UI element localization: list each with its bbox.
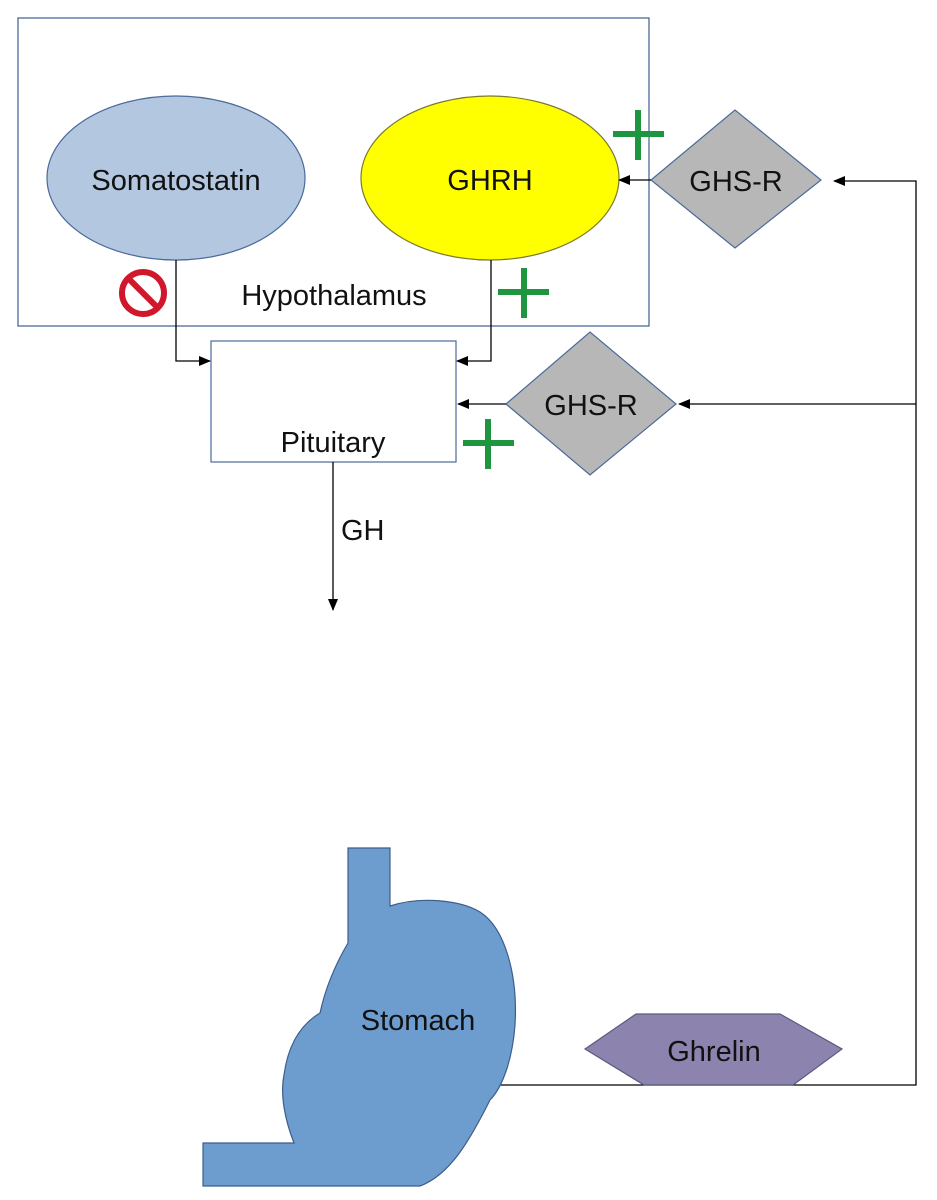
pituitary-label: Pituitary [281,427,386,459]
gh-label: GH [341,515,385,547]
ghrelin-label: Ghrelin [667,1036,761,1068]
somatostatin-to-pituitary-arrow [175,260,211,366]
hypothalamus-box [17,17,650,327]
plus-icon [613,110,664,160]
ghsr-mid-node [505,331,677,476]
plus-icon [463,419,514,469]
stomach-shape [202,847,517,1187]
ghsr-mid-label: GHS-R [544,390,637,422]
hypothalamus-label: Hypothalamus [241,280,426,312]
ghrh-label: GHRH [447,165,532,197]
prohibited-icon [119,269,167,317]
ghrh-to-pituitary-arrow [456,260,492,366]
somatostatin-label: Somatostatin [91,165,260,197]
ghrelin-feedback-line [496,176,917,1086]
stomach-label: Stomach [361,1005,475,1037]
pituitary-box [210,340,457,463]
ghsr-top-label: GHS-R [689,166,782,198]
ghrelin-node [583,1013,844,1086]
ghsr-top-node [650,109,822,249]
plus-icon [498,268,549,318]
